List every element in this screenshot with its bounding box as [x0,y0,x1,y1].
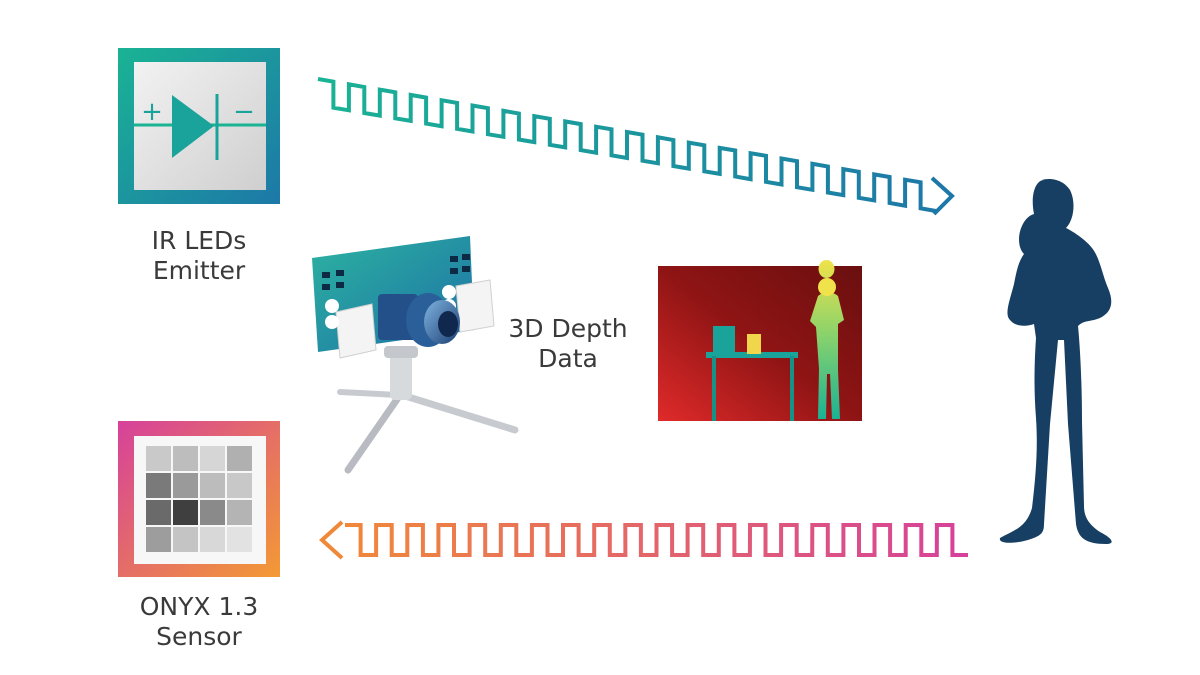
sensor-pixel [227,527,252,552]
sensor-pixel [173,500,198,525]
sensor-pixel [200,473,225,498]
depth-data-label-line1: 3D Depth [508,314,628,343]
plus-sign: + [141,97,163,127]
emitter-label-line1: IR LEDs [151,226,247,255]
sensor-pixel [146,500,171,525]
pixel-grid-icon [146,446,252,552]
diode-icon: + − [134,94,266,160]
emitter-chip: + − [118,48,280,204]
person-silhouette-icon [999,179,1112,544]
reflected-signal-wave [319,520,968,560]
minus-sign: − [233,97,255,127]
sensor-pixel [173,473,198,498]
sensor-chip [118,421,280,577]
sensor-pixel [173,527,198,552]
sensor-pixel [146,446,171,471]
sensor-pixel [200,446,225,471]
sensor-pixel [227,446,252,471]
sensor-label-line1: ONYX 1.3 [139,592,259,621]
emitter-label: IR LEDs Emitter [118,226,280,286]
sensor-pixel [227,473,252,498]
arrow-left-icon [319,520,344,560]
sensor-pixel [146,473,171,498]
sensor-pixel [227,500,252,525]
sensor-pixel [200,500,225,525]
sensor-label: ONYX 1.3 Sensor [118,592,280,652]
arrow-right-icon [930,176,955,216]
depth-data-label-line2: Data [538,344,598,373]
camera-on-tripod-icon [312,236,519,474]
emitter-label-line2: Emitter [152,256,246,285]
depth-data-label: 3D Depth Data [498,314,638,374]
sensor-pixel [173,446,198,471]
depth-map-image [658,260,862,421]
sensor-pixel [146,527,171,552]
sensor-label-line2: Sensor [156,622,242,651]
emitted-signal-wave [317,77,955,216]
sensor-pixel [200,527,225,552]
